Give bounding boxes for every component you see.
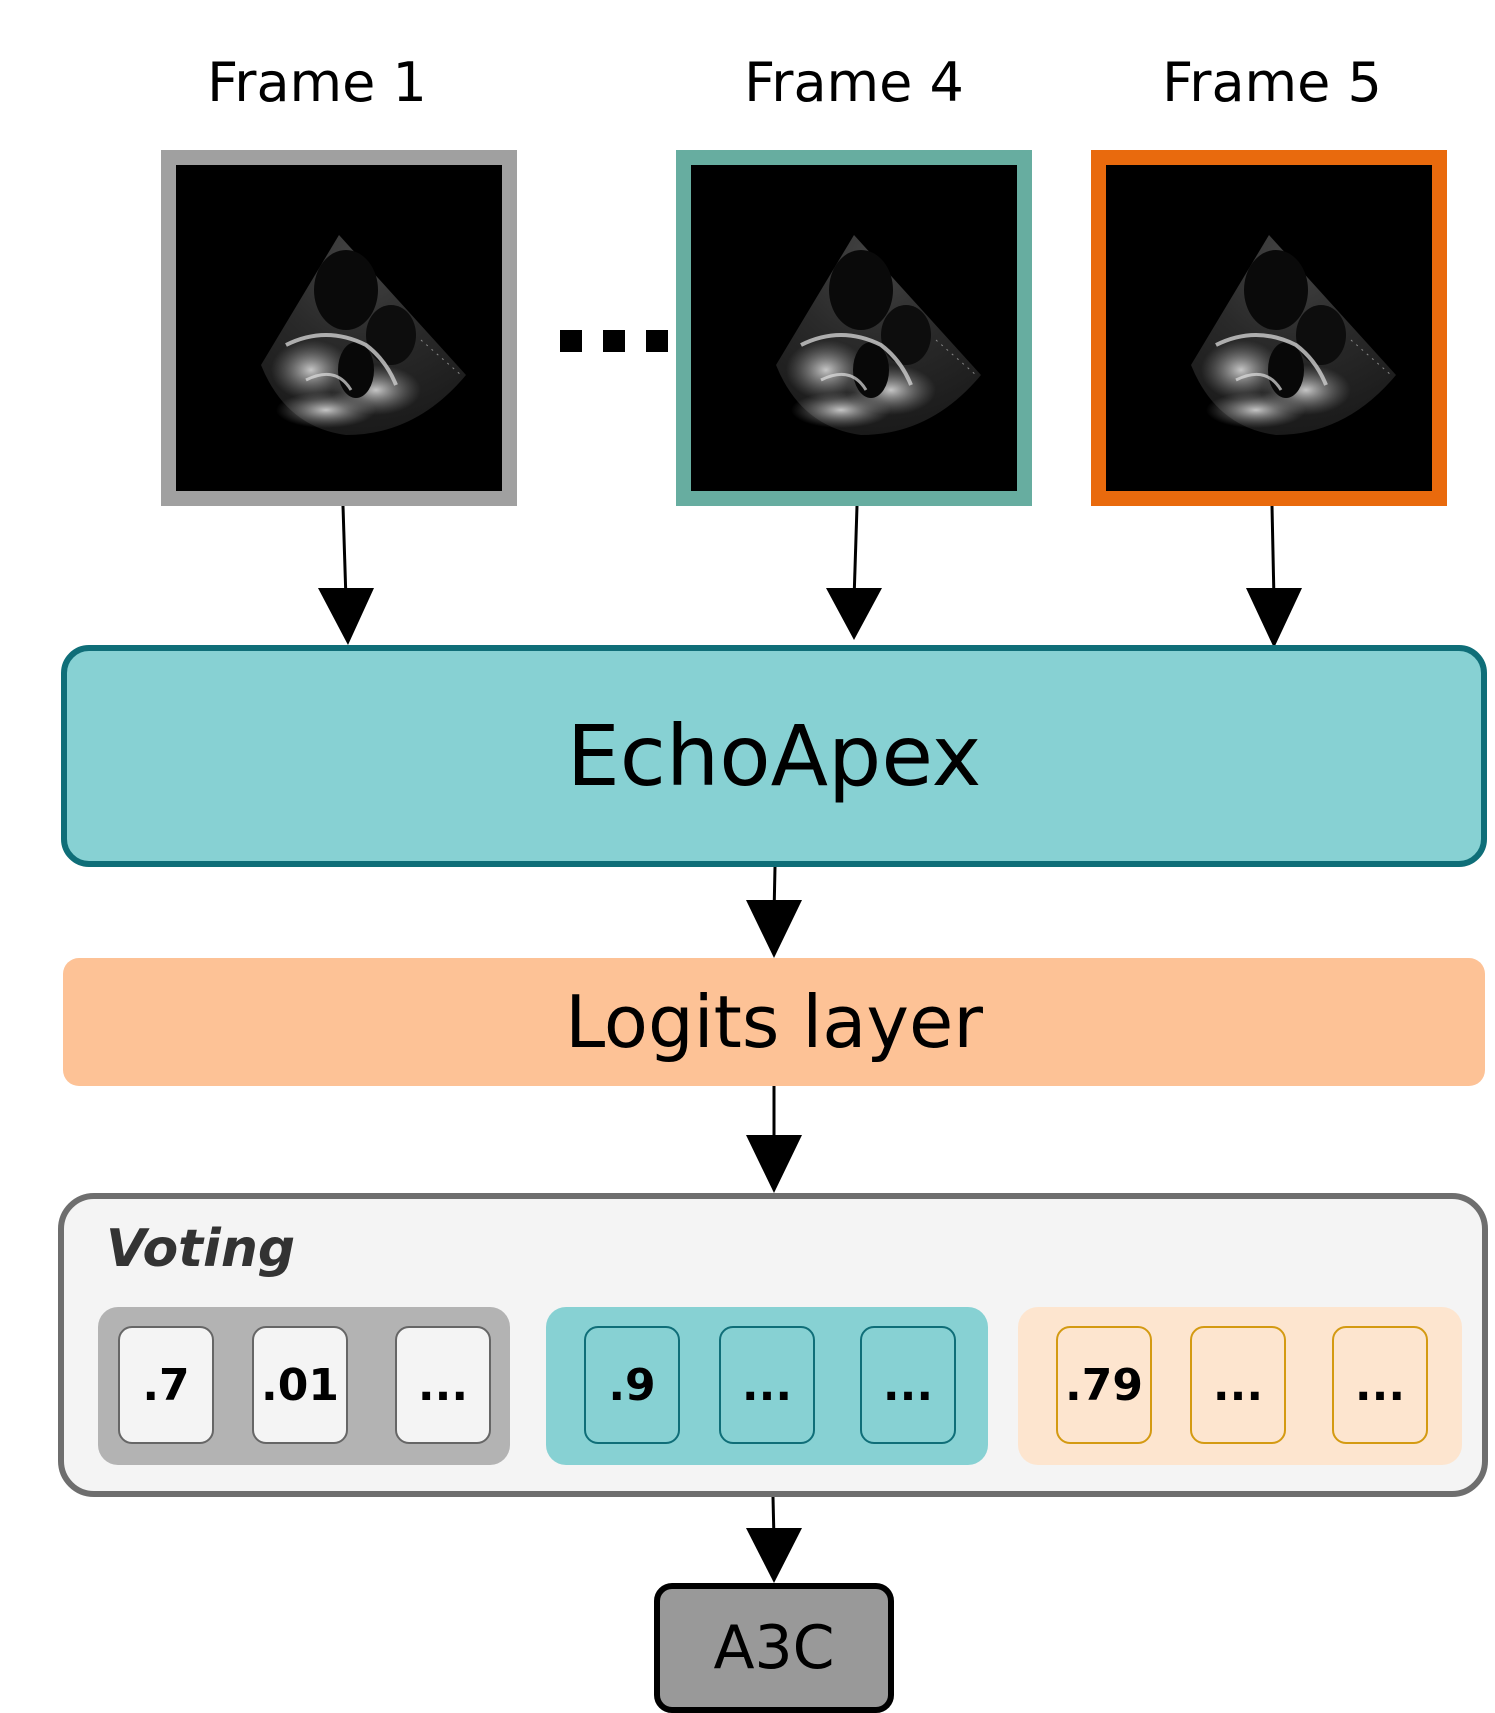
vote-cell: .7 xyxy=(118,1326,214,1444)
arrowhead-voting xyxy=(746,1528,802,1583)
ultrasound-image xyxy=(1106,165,1432,491)
frame-1-title: Frame 1 xyxy=(207,51,427,114)
vote-cell: ... xyxy=(1332,1326,1428,1444)
arrowhead-frame5 xyxy=(1246,588,1302,648)
vote-cell: ... xyxy=(1190,1326,1286,1444)
echoapex-label: EchoApex xyxy=(566,707,982,805)
vote-cell: ... xyxy=(719,1326,815,1444)
voting-box: Voting .7 .01 ... .9 ... ... .79 ... ... xyxy=(58,1193,1488,1497)
arrow-frame1-to-encoder xyxy=(341,505,348,601)
vote-group-frame-4: .9 ... ... xyxy=(546,1307,988,1465)
arrowhead-frame4 xyxy=(826,588,882,640)
predicted-view-label: A3C xyxy=(713,1613,835,1683)
vote-cell: .01 xyxy=(252,1326,348,1444)
frames-ellipsis xyxy=(560,330,689,352)
frame-1-image xyxy=(161,150,517,506)
arrowhead-logits xyxy=(746,1135,802,1193)
arrow-encoder-to-logits xyxy=(772,866,777,916)
vote-cell: .9 xyxy=(584,1326,680,1444)
echoapex-encoder-box: EchoApex xyxy=(61,645,1487,867)
arrow-voting-to-output xyxy=(771,1496,776,1541)
vote-group-frame-1: .7 .01 ... xyxy=(98,1307,510,1465)
predicted-view-box: A3C xyxy=(654,1583,894,1713)
frame-5-image xyxy=(1091,150,1447,506)
arrow-frame4-to-encoder xyxy=(852,505,859,601)
arrowhead-encoder xyxy=(746,900,802,958)
vote-group-frame-5: .79 ... ... xyxy=(1018,1307,1462,1465)
arrowhead-frame1 xyxy=(318,588,374,645)
frame-4-image xyxy=(676,150,1032,506)
frame-5-title: Frame 5 xyxy=(1162,51,1382,114)
vote-cell: ... xyxy=(860,1326,956,1444)
ultrasound-image xyxy=(176,165,502,491)
frame-4-title: Frame 4 xyxy=(744,51,964,114)
logits-layer-label: Logits layer xyxy=(565,980,983,1064)
arrow-frame5-to-encoder xyxy=(1270,505,1276,601)
ultrasound-image xyxy=(691,165,1017,491)
vote-cell: .79 xyxy=(1056,1326,1152,1444)
logits-layer-box: Logits layer xyxy=(63,958,1485,1086)
vote-cell: ... xyxy=(395,1326,491,1444)
voting-title: Voting xyxy=(106,1219,296,1279)
